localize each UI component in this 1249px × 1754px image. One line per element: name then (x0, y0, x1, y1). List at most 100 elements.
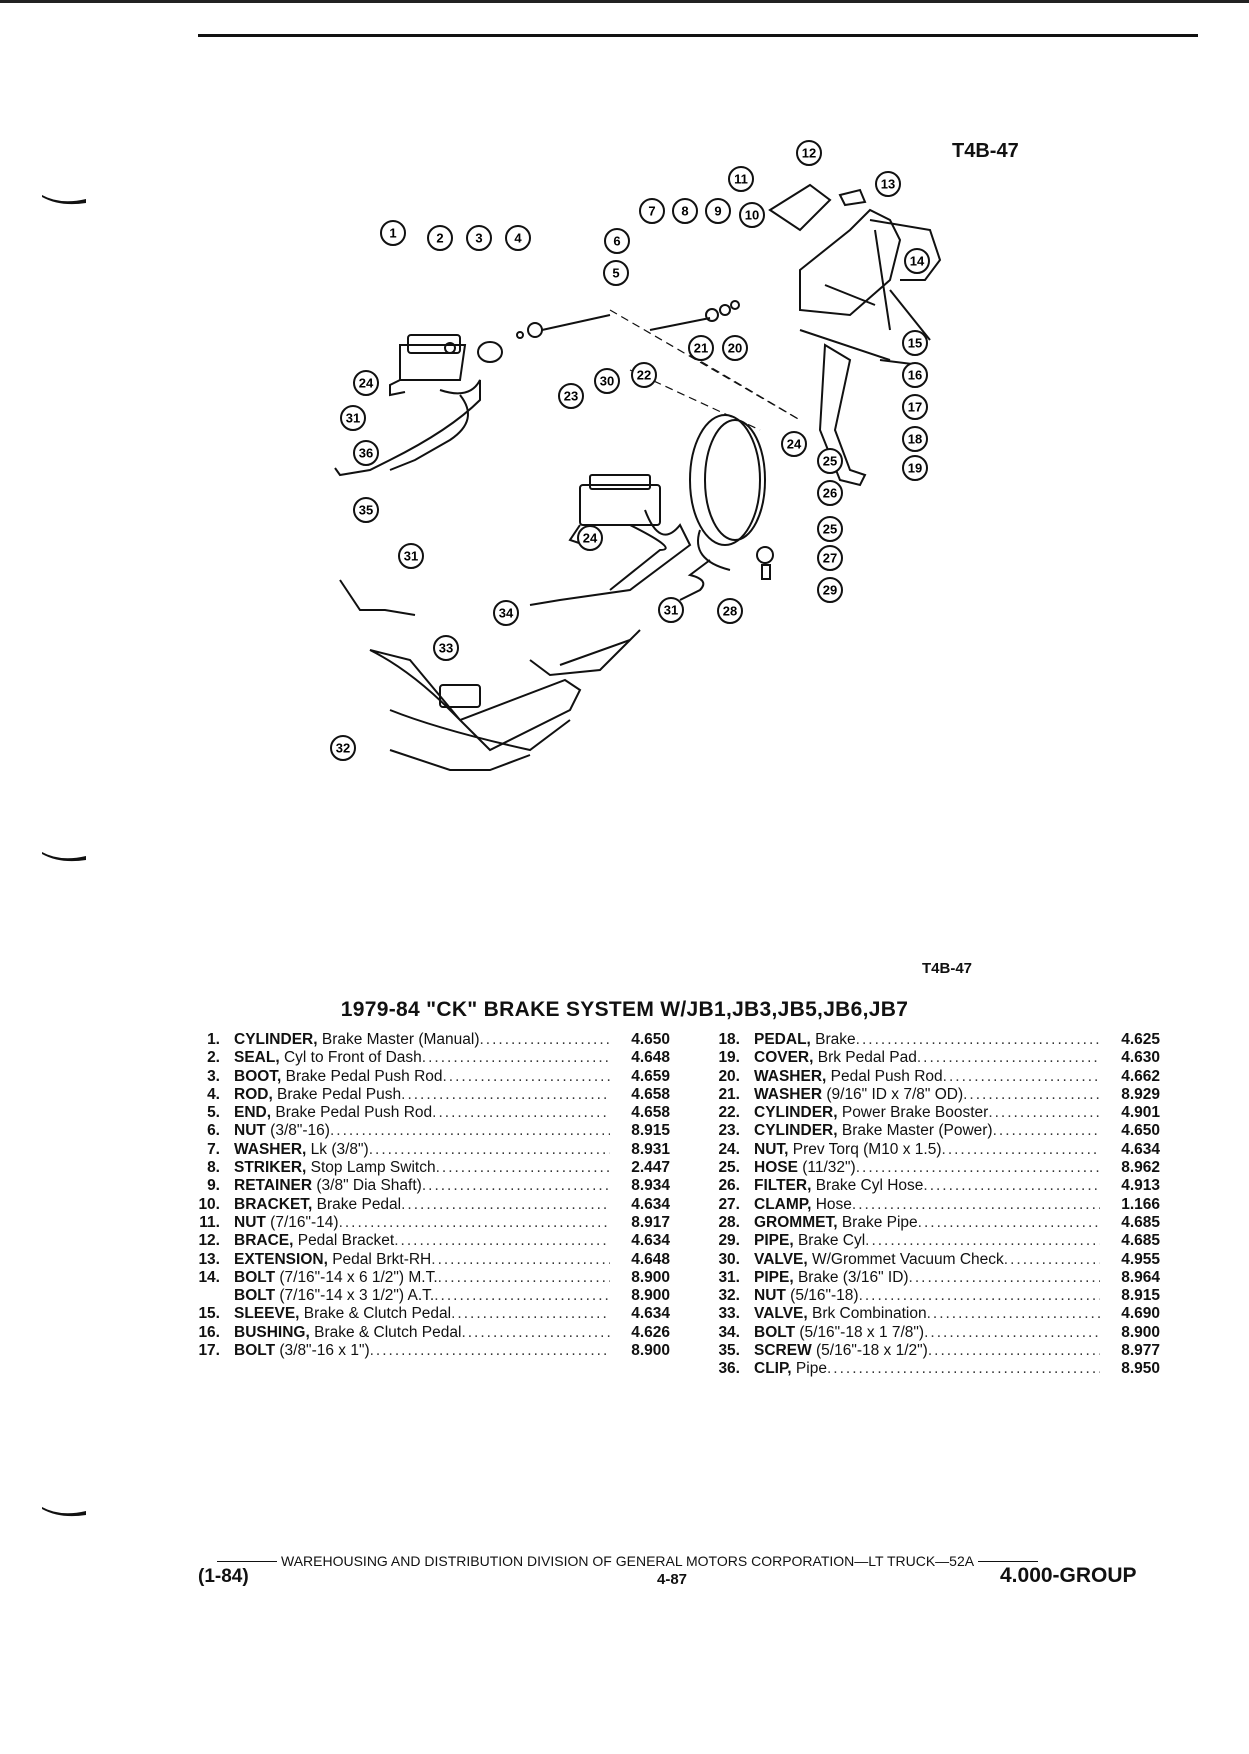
dot-leader: ........................................… (865, 1232, 1100, 1250)
part-name: BOLT (234, 1287, 276, 1305)
part-name: BRACE, (234, 1232, 294, 1250)
parts-list-row: 35.SCREW (5/16"-18 x 1/2") .............… (700, 1342, 1160, 1360)
part-description: (7/16"-14) (265, 1213, 339, 1231)
callout-number: 4 (514, 231, 522, 246)
callout-number: 8 (681, 204, 688, 219)
callout-30: 30 (594, 368, 620, 394)
callout-number: 35 (359, 503, 373, 518)
part-group-number: 8.915 (631, 1122, 670, 1140)
part-name: NUT (234, 1213, 266, 1231)
callout-33: 33 (433, 635, 459, 661)
part-description: Brake Pedal Push (272, 1085, 402, 1103)
part-description: Brake Master (Power) (837, 1122, 993, 1140)
parts-list-row: 17.BOLT (3/8"-16 x 1") .................… (180, 1342, 670, 1360)
part-number: 10. (198, 1195, 220, 1213)
callout-number: 14 (910, 254, 925, 269)
part-description: Brake Pedal Push Rod (271, 1104, 433, 1122)
parts-list-left: 1.CYLINDER, Brake Master (Manual) ......… (180, 1031, 670, 1360)
part-description: Pedal Push Rod (826, 1067, 943, 1085)
parts-list-row: 26.FILTER, Brake Cyl Hose ..............… (700, 1177, 1160, 1195)
callout-number: 1 (389, 226, 396, 241)
part-number (180, 1287, 234, 1305)
part-description: W/Grommet Vacuum Check (807, 1250, 1004, 1268)
parts-list-row: 29.PIPE, Brake Cyl .....................… (700, 1232, 1160, 1250)
dot-leader: ........................................… (927, 1342, 1100, 1360)
part-description: Pedal Bracket (293, 1232, 395, 1250)
part-number: 33. (718, 1305, 740, 1323)
dot-leader: ........................................… (916, 1049, 1100, 1067)
part-name: PIPE, (754, 1268, 794, 1286)
parts-list-row: 21.WASHER (9/16" ID x 7/8" OD) .........… (700, 1086, 1160, 1104)
part-description: (7/16"-14 x 6 1/2") M.T. (275, 1268, 438, 1286)
part-number: 31. (718, 1268, 740, 1286)
part-group-number: 8.929 (1121, 1085, 1160, 1103)
callout-17: 17 (902, 394, 928, 420)
dot-leader: ........................................… (826, 1360, 1100, 1378)
header-rule (198, 34, 1198, 37)
part-name: CLAMP, (754, 1195, 812, 1213)
parts-list-row: 31.PIPE, Brake (3/16" ID) ..............… (700, 1269, 1160, 1287)
callout-13: 13 (875, 171, 901, 197)
part-name: BUSHING, (234, 1323, 310, 1341)
parts-list-right: 18.PEDAL, Brake ........................… (700, 1031, 1160, 1379)
part-group-number: 8.900 (631, 1268, 670, 1286)
parts-list-row: 22.CYLINDER, Power Brake Booster .......… (700, 1104, 1160, 1122)
callout-number: 19 (908, 461, 922, 476)
parts-list-row: 33.VALVE, Brk Combination ..............… (700, 1305, 1160, 1323)
callout-number: 10 (745, 208, 759, 223)
part-description: Pipe (791, 1360, 827, 1378)
part-number: 6. (207, 1122, 220, 1140)
part-description: (7/16"-14 x 3 1/2") A.T. (275, 1287, 435, 1305)
parts-list-row: 23.CYLINDER, Brake Master (Power) ......… (700, 1122, 1160, 1140)
part-group-number: 8.964 (1121, 1268, 1160, 1286)
parts-list-row: 3.BOOT, Brake Pedal Push Rod ...........… (180, 1068, 670, 1086)
callout-number: 2 (436, 231, 443, 246)
part-group-number: 8.931 (631, 1140, 670, 1158)
parts-list-row: 1.CYLINDER, Brake Master (Manual) ......… (180, 1031, 670, 1049)
parts-list-row: 25.HOSE (11/32") .......................… (700, 1159, 1160, 1177)
dot-leader: ........................................… (461, 1323, 610, 1341)
dot-leader: ........................................… (942, 1067, 1100, 1085)
parts-list-row: 12.BRACE, Pedal Bracket ................… (180, 1232, 670, 1250)
callout-19: 19 (902, 455, 928, 481)
callout-20: 20 (722, 335, 748, 361)
callout-number: 24 (787, 437, 802, 452)
callout-number: 3 (475, 231, 482, 246)
part-description: Brake Pipe (837, 1213, 918, 1231)
part-name: VALVE, (754, 1250, 808, 1268)
callout-number: 31 (346, 411, 360, 426)
part-number: 17. (198, 1342, 220, 1360)
callout-number: 13 (881, 177, 895, 192)
part-number: 19. (718, 1049, 740, 1067)
part-name: END, (234, 1104, 272, 1122)
callout-number: 11 (734, 172, 748, 187)
part-name: GROMMET, (754, 1213, 838, 1231)
part-name: CYLINDER, (234, 1031, 318, 1048)
dot-leader: ........................................… (1003, 1250, 1100, 1268)
part-name: WASHER, (754, 1067, 827, 1085)
callout-9: 9 (705, 198, 731, 224)
callout-number: 25 (823, 522, 837, 537)
parts-list-row: 11.NUT (7/16"-14) ......................… (180, 1214, 670, 1232)
parts-list-row: BOLT (7/16"-14 x 3 1/2") A.T. ..........… (180, 1287, 670, 1305)
dot-leader: ........................................… (338, 1213, 610, 1231)
part-name: PEDAL, (754, 1031, 811, 1048)
part-group-number: 4.634 (1121, 1140, 1160, 1158)
callout-16: 16 (902, 362, 928, 388)
parts-list-row: 24.NUT, Prev Torq (M10 x 1.5) ..........… (700, 1141, 1160, 1159)
part-name: BOLT (234, 1342, 276, 1360)
part-group-number: 4.690 (1121, 1305, 1160, 1323)
part-group-number: 4.650 (631, 1031, 670, 1048)
callout-36: 36 (353, 440, 379, 466)
figure-id: T4B-47 (952, 140, 1019, 162)
parts-list-row: 5.END, Brake Pedal Push Rod ............… (180, 1104, 670, 1122)
part-name: BOOT, (234, 1067, 282, 1085)
part-name: COVER, (754, 1049, 814, 1067)
part-number: 27. (718, 1195, 740, 1213)
part-name: ROD, (234, 1085, 273, 1103)
callout-number: 33 (439, 641, 453, 656)
dot-leader: ........................................… (926, 1305, 1100, 1323)
part-number: 3. (207, 1067, 220, 1085)
part-name: SCREW (754, 1342, 812, 1360)
